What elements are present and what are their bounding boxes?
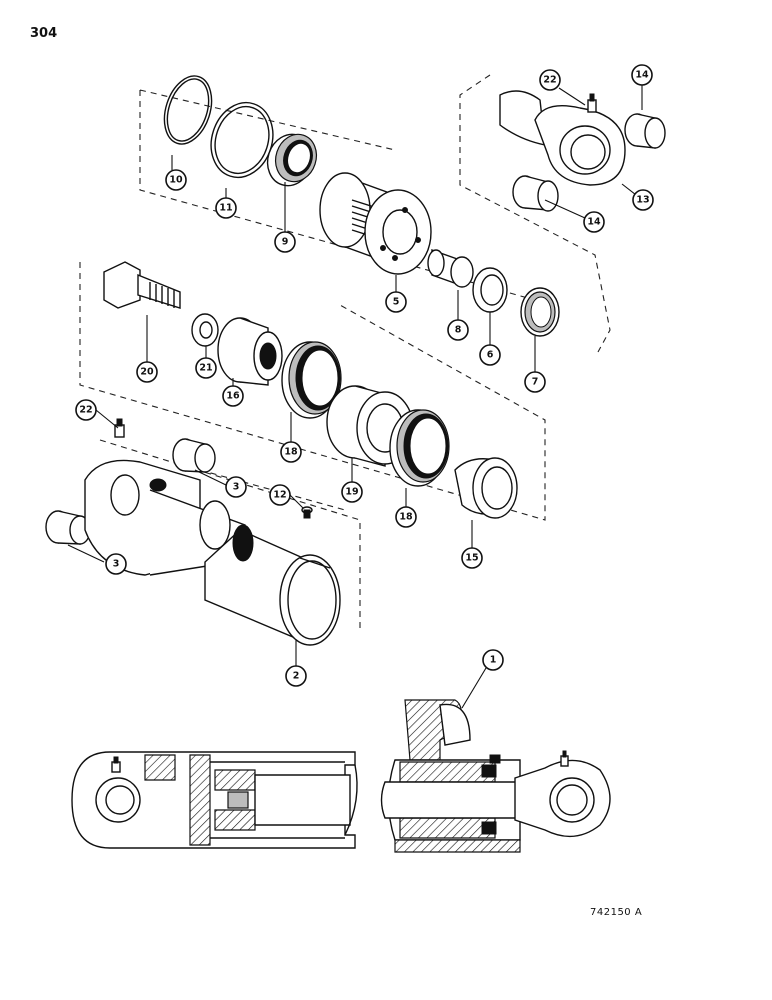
part-18-seal-lower xyxy=(389,409,450,487)
part-13-rod-eye xyxy=(499,90,626,186)
callout-2: 2 xyxy=(285,665,307,687)
callout-label: 14 xyxy=(587,217,601,228)
callout-6: 6 xyxy=(479,344,501,366)
callout-label: 15 xyxy=(465,553,478,564)
part-3-bushing-left xyxy=(45,510,91,545)
group-outline-piston xyxy=(139,89,536,301)
callout-label: 3 xyxy=(113,559,120,570)
part-6-ring xyxy=(472,267,508,313)
callout-9: 9 xyxy=(274,231,296,253)
callout-10: 10 xyxy=(165,169,187,191)
part-21-washer xyxy=(191,313,219,347)
part-9-seal xyxy=(266,133,318,187)
page-number: 304 xyxy=(30,26,58,41)
callout-11: 11 xyxy=(215,197,237,219)
part-15-collar xyxy=(454,457,518,519)
callout-label: 22 xyxy=(79,405,92,416)
callout-label: 13 xyxy=(636,195,649,206)
group-outline-rod-end xyxy=(459,74,611,353)
part-22-grease-fitting-barrel xyxy=(114,418,125,438)
part-14-bushing-upper xyxy=(624,113,666,149)
callout-3-left: 3 xyxy=(105,553,127,575)
reference-code: 742150 A xyxy=(590,907,643,918)
part-18-seal-upper xyxy=(281,341,342,419)
part-8-bushing xyxy=(427,249,474,288)
part-5-gland xyxy=(319,172,432,275)
callout-label: 16 xyxy=(226,391,240,402)
callout-14-bottom: 14 xyxy=(583,211,605,233)
part-14-bushing-lower xyxy=(512,175,559,212)
callout-label: 10 xyxy=(169,175,183,186)
part-20-bolt xyxy=(103,261,181,309)
part-12-plug xyxy=(301,506,313,519)
callout-label: 12 xyxy=(273,490,286,501)
callout-3-right: 3 xyxy=(225,476,247,498)
callout-13: 13 xyxy=(632,189,654,211)
callout-label: 22 xyxy=(543,75,556,86)
callout-20: 20 xyxy=(136,361,158,383)
callout-22-top: 22 xyxy=(539,69,561,91)
callout-18-lower: 18 xyxy=(395,506,417,528)
callout-label: 19 xyxy=(345,487,358,498)
callout-18-upper: 18 xyxy=(280,441,302,463)
callout-label: 1 xyxy=(490,655,497,666)
callout-label: 3 xyxy=(233,482,240,493)
callout-label: 18 xyxy=(284,447,298,458)
assembled-cross-section-rod-end xyxy=(380,699,611,853)
callout-label: 7 xyxy=(532,377,539,388)
part-16-piston-part xyxy=(217,317,283,386)
callout-15: 15 xyxy=(461,547,483,569)
callout-label: 6 xyxy=(487,350,494,361)
assembled-cross-section-barrel-end xyxy=(71,751,358,849)
callout-label: 18 xyxy=(399,512,413,523)
callout-label: 2 xyxy=(293,671,300,682)
callout-22-bottom: 22 xyxy=(75,399,97,421)
part-10-snap-ring xyxy=(163,75,213,145)
callout-7: 7 xyxy=(524,371,546,393)
callout-label: 9 xyxy=(282,237,289,248)
part-3-bushing-right xyxy=(172,438,216,473)
part-22-grease-fitting-rod xyxy=(587,93,597,113)
callout-14-top: 14 xyxy=(631,64,653,86)
callout-16: 16 xyxy=(222,385,244,407)
callout-12: 12 xyxy=(269,484,291,506)
callout-label: 21 xyxy=(199,363,212,374)
callout-label: 11 xyxy=(219,203,232,214)
callout-label: 14 xyxy=(635,70,649,81)
part-7-wiper xyxy=(520,287,560,337)
callout-1: 1 xyxy=(482,649,504,671)
callout-label: 5 xyxy=(393,297,400,308)
callout-19: 19 xyxy=(341,481,363,503)
callout-label: 8 xyxy=(455,325,462,336)
callout-21: 21 xyxy=(195,357,217,379)
part-2-barrel xyxy=(84,459,341,646)
callout-8: 8 xyxy=(447,319,469,341)
callout-5: 5 xyxy=(385,291,407,313)
callout-label: 20 xyxy=(140,367,154,378)
group-outline-head xyxy=(79,262,546,521)
